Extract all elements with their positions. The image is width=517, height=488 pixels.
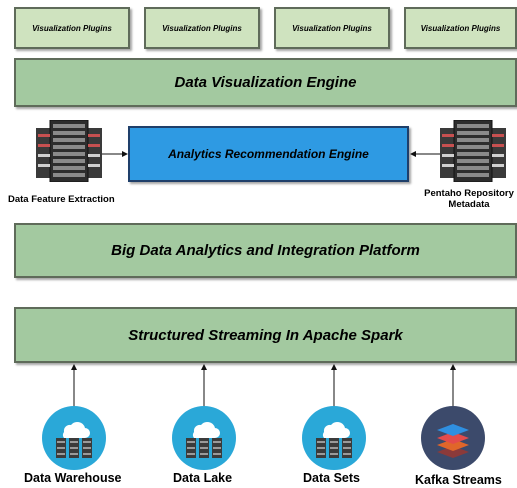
kafka-layers-icon xyxy=(421,406,485,470)
kafka-streams-label: Kafka Streams xyxy=(415,473,502,487)
server-rack-icon xyxy=(440,120,506,182)
visualization-plugin-label: Visualization Plugins xyxy=(292,23,372,33)
data-visualization-engine: Data Visualization Engine xyxy=(14,58,517,107)
pentaho-repository-label-line1: Pentaho Repository xyxy=(424,188,514,199)
pentaho-repository-label: Pentaho Repository Metadata xyxy=(421,188,517,210)
data-feature-extraction-label: Data Feature Extraction xyxy=(8,194,115,205)
data-sets-label: Data Sets xyxy=(303,471,360,485)
cloud-database-icon xyxy=(302,406,366,470)
big-data-analytics-platform-label: Big Data Analytics and Integration Platf… xyxy=(111,242,420,259)
visualization-plugin-label: Visualization Plugins xyxy=(420,23,501,33)
structured-streaming-label: Structured Streaming In Apache Spark xyxy=(128,326,403,344)
visualization-plugin-label: Visualization Plugins xyxy=(32,23,112,33)
server-rack-icon xyxy=(36,120,102,182)
visualization-plugin-2: Visualization Plugins xyxy=(144,7,260,49)
cloud-database-icon xyxy=(42,406,106,470)
analytics-recommendation-engine-label: Analytics Recommendation Engine xyxy=(168,147,369,161)
analytics-recommendation-engine: Analytics Recommendation Engine xyxy=(128,126,409,182)
visualization-plugin-3: Visualization Plugins xyxy=(274,7,390,49)
big-data-analytics-platform: Big Data Analytics and Integration Platf… xyxy=(14,223,517,278)
pentaho-repository-label-line2: Metadata xyxy=(448,199,490,210)
data-lake-label: Data Lake xyxy=(173,471,233,485)
cloud-database-icon xyxy=(172,406,236,470)
data-visualization-engine-label: Data Visualization Engine xyxy=(174,74,357,91)
visualization-plugin-label: Visualization Plugins xyxy=(162,23,242,33)
visualization-plugin-1: Visualization Plugins xyxy=(14,7,130,49)
structured-streaming-layer: Structured Streaming In Apache Spark xyxy=(14,307,517,363)
visualization-plugin-4: Visualization Plugins xyxy=(404,7,517,49)
data-warehouse-label: Data Warehouse xyxy=(24,471,122,485)
